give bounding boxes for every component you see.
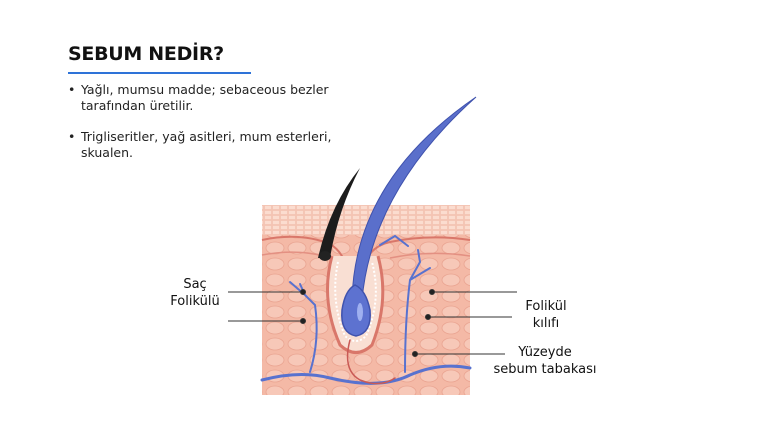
label-line: Folikül	[525, 299, 567, 314]
bullet-item: Yağlı, mumsu madde; sebaceous bezler tar…	[68, 82, 368, 114]
skin-block	[261, 205, 471, 395]
label-line: Saç	[183, 277, 207, 292]
label-surface-sebum: Yüzeyde sebum tabakası	[480, 344, 610, 378]
label-line: Folikülü	[170, 294, 220, 309]
label-follicle-sheath: Folikül kılıfı	[515, 298, 577, 332]
label-leader-lines	[228, 289, 517, 357]
blood-vessels	[260, 234, 472, 385]
label-line: kılıfı	[532, 316, 560, 331]
label-line: Yüzeyde	[518, 345, 572, 360]
bullet-item: Trigliseritler, yağ asitleri, mum esterl…	[68, 129, 368, 161]
slide-title: SEBUM NEDİR?	[68, 43, 224, 65]
label-line: sebum tabakası	[493, 362, 597, 377]
bullet-list: Yağlı, mumsu madde; sebaceous bezler tar…	[68, 82, 368, 176]
dark-hair-icon	[318, 168, 360, 258]
label-hair-follicle: Saç Folikülü	[158, 276, 232, 310]
blue-hair-icon	[341, 96, 477, 337]
title-underline	[68, 72, 251, 74]
dark-hair-root	[319, 251, 331, 261]
